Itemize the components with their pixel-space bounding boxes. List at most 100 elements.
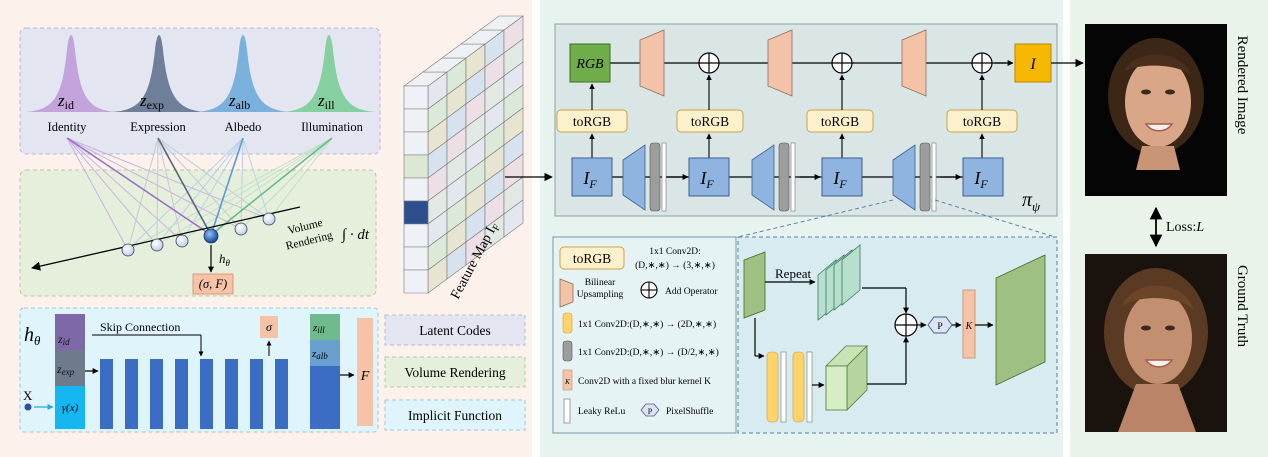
latent-peaks bbox=[25, 35, 376, 112]
legend-bilinear-1: Bilinear bbox=[585, 278, 616, 288]
detail-add-operator bbox=[894, 313, 918, 337]
camera-ray bbox=[31, 206, 301, 271]
legend-box bbox=[552, 236, 737, 434]
detail-blur-block bbox=[962, 289, 976, 359]
gamma-label: γ(x) bbox=[62, 402, 79, 414]
detail-blur-label: K bbox=[965, 321, 974, 332]
z-alb-symbol: zalb bbox=[228, 91, 250, 112]
legend-conv-yellow-label: 1x1 Conv2D:(D,∗,∗) → (2D,∗,∗) bbox=[578, 319, 716, 330]
latent-connection-lines bbox=[66, 137, 333, 251]
legend-torgb-label: toRGB bbox=[573, 251, 611, 266]
if-label-2: IF bbox=[699, 168, 714, 191]
legend-bilinear-2: Upsampling bbox=[577, 290, 624, 300]
sigma-output-box bbox=[260, 316, 278, 338]
sigma-output-label: σ bbox=[266, 320, 273, 334]
legend-blur-k: K bbox=[564, 378, 570, 386]
ground-truth-image bbox=[1085, 254, 1227, 432]
add-operators bbox=[698, 52, 993, 74]
cube-front-cell bbox=[403, 223, 429, 248]
h-theta-label: hθ bbox=[219, 251, 231, 268]
legend-conv-gray-label: 1x1 Conv2D:(D,∗,∗) → (D/2,∗,∗) bbox=[578, 347, 719, 358]
legend-blur-icon bbox=[562, 369, 573, 391]
cube-front-cell bbox=[403, 246, 429, 271]
rgb-label: RGB bbox=[575, 57, 604, 72]
detail-repeat-label: Repeat bbox=[775, 266, 811, 281]
cube-top-cell bbox=[479, 15, 524, 31]
label-illumination: Illumination bbox=[301, 120, 364, 134]
rendered-image-label: Rendered Image bbox=[1234, 36, 1250, 135]
legend-torgb-box bbox=[559, 246, 625, 270]
peak-illumination bbox=[282, 35, 376, 112]
torgb-label-1: toRGB bbox=[573, 114, 611, 129]
legend-latent-codes bbox=[384, 314, 526, 346]
legend-conv-yellow-icon bbox=[562, 312, 573, 334]
input-gamma bbox=[55, 386, 85, 429]
legend-leaky-icon bbox=[563, 398, 571, 424]
label-expression: Expression bbox=[130, 120, 186, 134]
cube-front-cell bbox=[403, 177, 429, 202]
x-input-label: X bbox=[23, 388, 33, 403]
legend-volume-rendering-label: Volume Rendering bbox=[404, 365, 506, 380]
if-label-3: IF bbox=[832, 168, 847, 191]
cube-front-cell bbox=[403, 269, 429, 294]
legend-add-label: Add Operator bbox=[665, 287, 718, 297]
torgb-label-3: toRGB bbox=[821, 114, 859, 129]
output-i-label: I bbox=[1029, 56, 1036, 73]
legend-latent-codes-label: Latent Codes bbox=[419, 323, 491, 338]
peak-albedo bbox=[196, 35, 290, 112]
cube-front-cell bbox=[403, 154, 429, 179]
legend-ps-symbol: P bbox=[648, 407, 653, 416]
z-exp-symbol: zexp bbox=[139, 91, 164, 112]
mlp-layer bbox=[275, 359, 288, 429]
output-z-alb-label: zalb bbox=[311, 348, 328, 361]
output-i-box bbox=[1014, 43, 1052, 83]
output-z-ill-label: zill bbox=[312, 322, 325, 335]
legend-torgb-desc-1: 1x1 Conv2D: bbox=[649, 247, 700, 257]
peak-expression bbox=[112, 35, 206, 112]
mlp-layers bbox=[100, 359, 288, 429]
peak-identity bbox=[25, 35, 117, 112]
rendered-image bbox=[1085, 24, 1227, 196]
label-albedo: Albedo bbox=[225, 120, 262, 134]
if-label-1: IF bbox=[582, 168, 597, 191]
upsample-trap-1 bbox=[639, 29, 665, 97]
legend-leaky-label: Leaky ReLu bbox=[578, 407, 625, 417]
output-z-alb bbox=[310, 340, 340, 366]
z-ill-symbol: zill bbox=[317, 91, 335, 112]
detail-output-feature bbox=[995, 254, 1046, 386]
input-z-id bbox=[55, 314, 85, 350]
legend-ps-icon bbox=[640, 403, 660, 417]
sigma-f-box bbox=[192, 273, 234, 295]
cube-side-cell bbox=[503, 199, 524, 238]
upsample-trap-2 bbox=[767, 29, 793, 97]
detail-conv-stack bbox=[766, 351, 813, 423]
z-id-symbol: zid bbox=[57, 91, 74, 112]
integral-label: ∫ · dt bbox=[341, 227, 370, 243]
ground-truth-label: Ground Truth bbox=[1234, 265, 1250, 348]
zoom-line-left bbox=[737, 199, 894, 238]
upsample-trap-3 bbox=[901, 29, 927, 97]
mlp-layer bbox=[125, 359, 138, 429]
legend-torgb-desc-2: (D,∗,∗) → (3,∗,∗) bbox=[635, 260, 715, 271]
f-output-label: F bbox=[360, 369, 370, 384]
latent-symbols: zid zexp zalb zill bbox=[57, 91, 335, 112]
if-label-4: IF bbox=[973, 168, 988, 191]
output-z-ill bbox=[310, 314, 340, 340]
mlp-title: hθ bbox=[24, 324, 41, 348]
detail-pixelshuffle bbox=[927, 316, 953, 334]
torgb-label-2: toRGB bbox=[691, 114, 729, 129]
detail-repeat-stack bbox=[817, 244, 861, 321]
cube-front-cell bbox=[403, 85, 429, 110]
loss-label: Loss:L bbox=[1166, 220, 1204, 235]
cube-front-cell bbox=[403, 131, 429, 156]
x-point bbox=[24, 403, 32, 411]
skip-connection-label: Skip Connection bbox=[100, 320, 180, 334]
legend-bilinear-icon bbox=[559, 278, 574, 308]
upsample-blocks bbox=[622, 142, 937, 212]
torgb-arrows bbox=[589, 74, 985, 158]
legend-implicit-function bbox=[384, 399, 526, 431]
ray-sample-points bbox=[121, 212, 276, 257]
detail-conv-block bbox=[825, 345, 868, 411]
rgb-box bbox=[569, 43, 611, 83]
